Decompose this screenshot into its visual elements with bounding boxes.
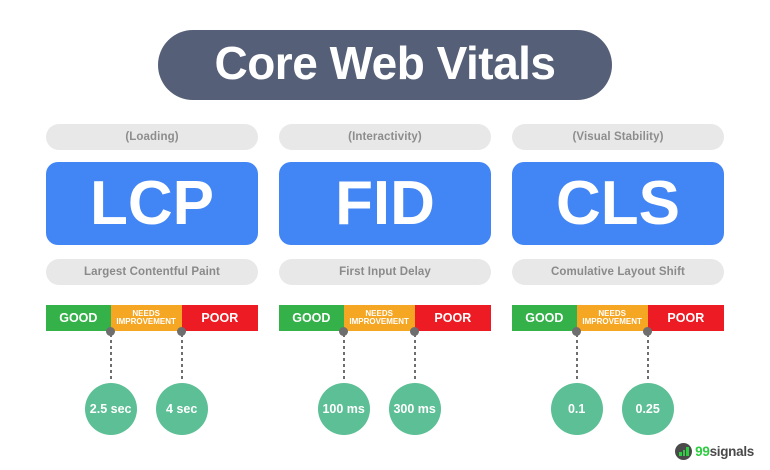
threshold-value-lcp-2: 4 sec — [166, 402, 198, 416]
threshold-bubble-fid-1: 100 ms — [317, 383, 370, 435]
rating-good-label: GOOD — [525, 310, 564, 325]
rating-bar-fid: GOOD NEEDS IMPROVEMENT POOR — [279, 305, 491, 331]
fullname-pill-cls: Comulative Layout Shift — [512, 259, 724, 285]
threshold-value-fid-2: 300 ms — [393, 402, 436, 416]
threshold-dot-icon — [339, 327, 349, 336]
threshold-dashed-line — [342, 334, 345, 382]
threshold-dot-icon — [572, 327, 582, 336]
brand-logo-suffix: signals — [709, 444, 755, 459]
metric-columns: (Loading) LCP Largest Contentful Paint G… — [46, 124, 724, 443]
threshold-bubble-cls-1: 0.1 — [550, 383, 603, 435]
category-pill-fid: (Interactivity) — [279, 124, 491, 150]
threshold-value-lcp-1: 2.5 sec — [89, 402, 132, 416]
rating-segment-poor-fid: POOR — [414, 305, 491, 331]
rating-good-label: GOOD — [292, 310, 331, 325]
fullname-label-fid: First Input Delay — [339, 266, 431, 278]
threshold-dashed-line — [413, 334, 416, 382]
rating-segment-poor-cls: POOR — [647, 305, 724, 331]
rating-segment-needs-improvement-cls: NEEDS IMPROVEMENT — [576, 305, 648, 331]
threshold-value-cls-1: 0.1 — [567, 402, 586, 416]
rating-segment-good-lcp: GOOD — [46, 305, 111, 331]
infographic-title: Core Web Vitals — [0, 30, 770, 101]
fullname-label-lcp: Largest Contentful Paint — [84, 266, 220, 278]
rating-poor-label: POOR — [667, 310, 705, 325]
title-pill: Core Web Vitals — [158, 30, 612, 101]
threshold-dot-icon — [177, 327, 187, 336]
title-text: Core Web Vitals — [214, 37, 556, 89]
acronym-text-lcp: LCP — [90, 168, 214, 238]
threshold-connectors-cls: 0.1 0.25 — [512, 327, 724, 443]
category-pill-cls: (Visual Stability) — [512, 124, 724, 150]
metric-column-fid: (Interactivity) FID First Input Delay GO… — [279, 124, 491, 443]
rating-poor-label: POOR — [434, 310, 472, 325]
rating-segment-needs-improvement-lcp: NEEDS IMPROVEMENT — [110, 305, 182, 331]
brand-logo-prefix: 99 — [695, 444, 710, 459]
threshold-connectors-lcp: 2.5 sec 4 sec — [46, 327, 258, 443]
rating-segment-needs-improvement-fid: NEEDS IMPROVEMENT — [343, 305, 415, 331]
rating-poor-label: POOR — [201, 310, 239, 325]
rating-segment-good-cls: GOOD — [512, 305, 577, 331]
threshold-bubble-fid-2: 300 ms — [388, 383, 441, 435]
rating-bar-lcp: GOOD NEEDS IMPROVEMENT POOR — [46, 305, 258, 331]
threshold-connectors-fid: 100 ms 300 ms — [279, 327, 491, 443]
rating-bar-cls: GOOD NEEDS IMPROVEMENT POOR — [512, 305, 724, 331]
threshold-bubble-lcp-2: 4 sec — [155, 383, 208, 435]
acronym-box-fid: FID — [279, 162, 491, 245]
rating-segment-good-fid: GOOD — [279, 305, 344, 331]
metric-column-cls: (Visual Stability) CLS Comulative Layout… — [512, 124, 724, 443]
metric-column-lcp: (Loading) LCP Largest Contentful Paint G… — [46, 124, 258, 443]
rating-good-label: GOOD — [59, 310, 98, 325]
rating-needs-line1: NEEDS — [132, 309, 160, 318]
category-pill-lcp: (Loading) — [46, 124, 258, 150]
rating-segment-poor-lcp: POOR — [181, 305, 258, 331]
threshold-value-fid-1: 100 ms — [322, 402, 365, 416]
threshold-bubble-cls-2: 0.25 — [621, 383, 674, 435]
rating-needs-line2: IMPROVEMENT — [349, 317, 409, 326]
acronym-box-lcp: LCP — [46, 162, 258, 245]
threshold-dot-icon — [410, 327, 420, 336]
fullname-pill-fid: First Input Delay — [279, 259, 491, 285]
brand-logo-text: 99signals — [695, 444, 754, 459]
threshold-dashed-line — [180, 334, 183, 382]
threshold-dashed-line — [575, 334, 578, 382]
threshold-value-cls-2: 0.25 — [635, 402, 660, 416]
acronym-text-fid: FID — [335, 168, 435, 238]
acronym-text-cls: CLS — [556, 168, 680, 238]
rating-needs-line2: IMPROVEMENT — [582, 317, 642, 326]
rating-needs-line1: NEEDS — [365, 309, 393, 318]
threshold-dashed-line — [646, 334, 649, 382]
threshold-dashed-line — [109, 334, 112, 382]
fullname-label-cls: Comulative Layout Shift — [551, 266, 685, 278]
brand-logo: 99signals — [675, 443, 754, 460]
category-label-cls: (Visual Stability) — [572, 131, 664, 143]
threshold-dot-icon — [643, 327, 653, 336]
category-label-lcp: (Loading) — [125, 131, 179, 143]
acronym-box-cls: CLS — [512, 162, 724, 245]
threshold-dot-icon — [106, 327, 116, 336]
category-label-fid: (Interactivity) — [348, 131, 422, 143]
fullname-pill-lcp: Largest Contentful Paint — [46, 259, 258, 285]
bar-chart-circle-icon — [675, 443, 693, 460]
rating-needs-line1: NEEDS — [598, 309, 626, 318]
threshold-bubble-lcp-1: 2.5 sec — [84, 383, 137, 435]
rating-needs-line2: IMPROVEMENT — [116, 317, 176, 326]
